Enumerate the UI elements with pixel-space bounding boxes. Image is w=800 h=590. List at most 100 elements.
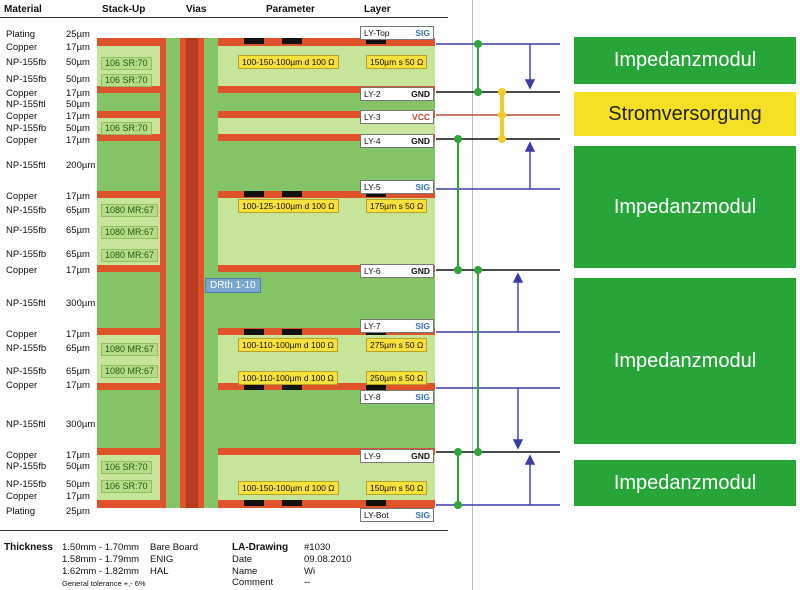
layer-type: GND: [411, 266, 430, 276]
header-divider: [0, 17, 448, 18]
row-material: NP-155fb: [6, 205, 47, 216]
row-material: Copper: [6, 491, 38, 502]
layer-name: LY-Bot: [364, 510, 389, 520]
row-thickness: 50µm: [66, 57, 90, 68]
band-core: [97, 272, 435, 328]
row-material: NP-155fb: [6, 57, 47, 68]
trace-pad: [282, 38, 302, 44]
row-thickness: 65µm: [66, 249, 90, 260]
material-label: 106 SR:70: [101, 461, 152, 474]
layer-tag-ly2: LY-2 GND: [360, 87, 434, 101]
layer-tag-bot: LY-Bot SIG: [360, 508, 434, 522]
layer-name: LY-5: [364, 182, 381, 192]
row-material: Copper: [6, 135, 38, 146]
row-thickness: 17µm: [66, 491, 90, 502]
trace-pad: [244, 500, 264, 506]
finish-label: ENIG: [150, 554, 174, 565]
thickness-value: 1.58mm - 1.79mm: [62, 554, 140, 565]
header-parameter: Parameter: [266, 4, 315, 15]
row-material: Copper: [6, 111, 38, 122]
row-material: NP-155fb: [6, 479, 47, 490]
layer-name: LY-9: [364, 451, 381, 461]
row-thickness: 50µm: [66, 461, 90, 472]
trace-pad: [244, 38, 264, 44]
row-thickness: 65µm: [66, 343, 90, 354]
trace-pad: [244, 191, 264, 197]
trace-parameter: 100-110-100µm d 100 Ω: [238, 371, 338, 385]
name-value: Wi: [304, 566, 316, 577]
impedance-value: 275µm s 50 Ω: [366, 338, 428, 352]
layer-type: GND: [411, 136, 430, 146]
layer-type: SIG: [415, 510, 430, 520]
band-copper-ly4: [97, 134, 435, 141]
impedance-module-3: Impedanzmodul: [574, 278, 796, 444]
row-thickness: 65µm: [66, 205, 90, 216]
band-copper-ly3: [97, 111, 435, 118]
row-material: NP-155fb: [6, 123, 47, 134]
trace-parameter: 100-125-100µm d 100 Ω: [238, 199, 339, 213]
row-thickness: 17µm: [66, 450, 90, 461]
trace-pad: [244, 384, 264, 390]
layer-name: LY-Top: [364, 28, 390, 38]
vertical-divider: [472, 0, 473, 590]
row-thickness: 17µm: [66, 42, 90, 53]
row-thickness: 17µm: [66, 191, 90, 202]
la-drawing-value: #1030: [304, 542, 331, 553]
layer-type: VCC: [412, 112, 430, 122]
trace-pad: [282, 191, 302, 197]
trace-parameter: 100-110-100µm d 100 Ω: [238, 338, 338, 352]
finish-label: HAL: [150, 566, 169, 577]
row-thickness: 50µm: [66, 123, 90, 134]
impedance-arrows: [512, 44, 536, 505]
layer-type: SIG: [415, 28, 430, 38]
via-fill: [186, 38, 198, 508]
layer-name: LY-2: [364, 89, 381, 99]
comment-value: --: [304, 577, 311, 588]
band-copper-ly8: [97, 383, 435, 390]
power-supply-module: Stromversorgung: [574, 92, 796, 136]
material-label: 1080 MR:67: [101, 343, 159, 356]
row-material: NP-155fb: [6, 249, 47, 260]
row-material: Copper: [6, 88, 38, 99]
row-thickness: 50µm: [66, 74, 90, 85]
row-thickness: 17µm: [66, 329, 90, 340]
impedance-module-2: Impedanzmodul: [574, 146, 796, 268]
row-thickness: 17µm: [66, 88, 90, 99]
tolerance-note: General tolerance +,- 6%: [62, 579, 146, 588]
row-material: Copper: [6, 42, 38, 53]
trace-pad: [282, 500, 302, 506]
layer-tag-top: LY-Top SIG: [360, 26, 434, 40]
row-material: NP-155fb: [6, 74, 47, 85]
header-stackup: Stack-Up: [102, 4, 146, 15]
row-material: Copper: [6, 329, 38, 340]
trace-pad: [366, 500, 386, 506]
impedance-value: 150µm s 50 Ω: [366, 481, 428, 495]
junction-dots: [454, 40, 482, 509]
header-material: Material: [4, 4, 42, 15]
via-outer-left: [160, 38, 166, 508]
row-thickness: 300µm: [66, 419, 96, 430]
thickness-value: 1.50mm - 1.70mm: [62, 542, 140, 553]
layer-name: LY-7: [364, 321, 381, 331]
material-label: 106 SR:70: [101, 480, 152, 493]
material-label: 1080 MR:67: [101, 249, 159, 262]
row-thickness: 65µm: [66, 366, 90, 377]
name-label: Name: [232, 566, 258, 577]
layer-name: LY-3: [364, 112, 381, 122]
row-thickness: 25µm: [66, 29, 90, 40]
material-label: 106 SR:70: [101, 74, 152, 87]
header-layer: Layer: [364, 4, 391, 15]
trace-pad: [282, 384, 302, 390]
layer-tag-ly3: LY-3 VCC: [360, 110, 434, 124]
band-copper-ly2: [97, 86, 435, 93]
trace-pad: [366, 38, 386, 44]
layer-name: LY-6: [364, 266, 381, 276]
layer-type: GND: [411, 89, 430, 99]
via-gap: [166, 38, 180, 508]
material-label: 106 SR:70: [101, 57, 152, 70]
impedance-value: 150µm s 50 Ω: [366, 55, 428, 69]
row-thickness: 25µm: [66, 506, 90, 517]
date-label: Date: [232, 554, 253, 565]
date-value: 09.08.2010: [304, 554, 352, 565]
